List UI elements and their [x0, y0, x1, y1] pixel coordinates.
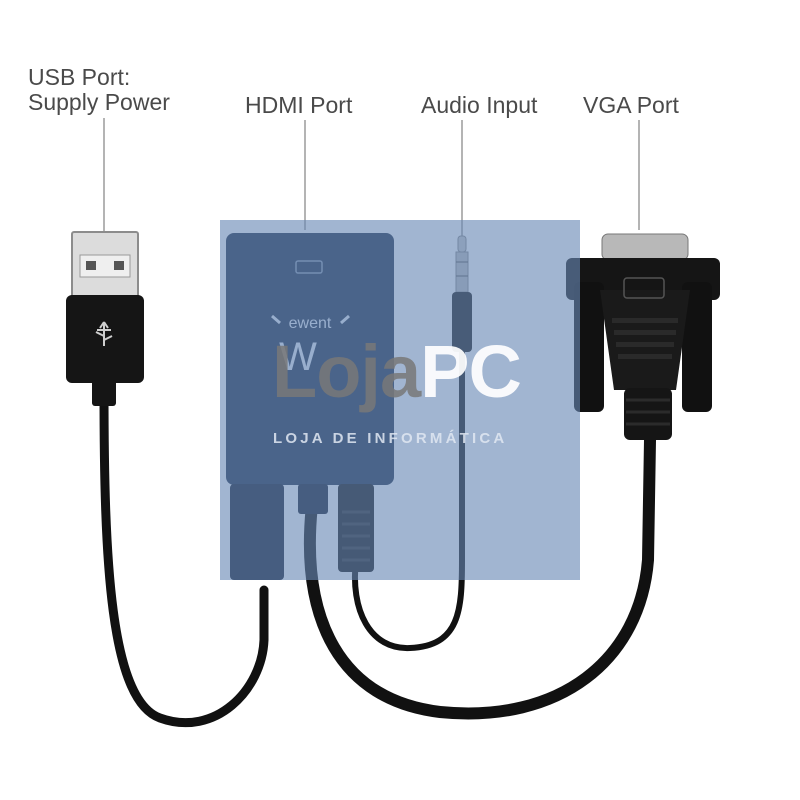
vga-port-label: VGA Port — [583, 92, 679, 118]
usb-port-label: USB Port: Supply Power — [28, 65, 170, 115]
hdmi-to-vga-cable — [303, 434, 656, 720]
brand-logo: W — [279, 335, 317, 379]
leader-lines — [103, 118, 640, 238]
brand-text: ewent — [289, 315, 332, 332]
cables — [99, 327, 656, 728]
usb-port-label-line1: USB Port: — [28, 64, 131, 90]
usb-connector — [66, 231, 144, 406]
vga-port-icon — [623, 277, 665, 299]
hdmi-port-label: HDMI Port — [245, 92, 353, 118]
usb-cable — [99, 385, 269, 728]
usb-icon — [95, 321, 113, 346]
audio-input-label: Audio Input — [421, 92, 538, 118]
vga-connector — [566, 233, 720, 440]
audio-jack — [452, 235, 472, 352]
audio-cable — [352, 327, 465, 652]
usb-port-label-line2: Supply Power — [28, 89, 170, 115]
